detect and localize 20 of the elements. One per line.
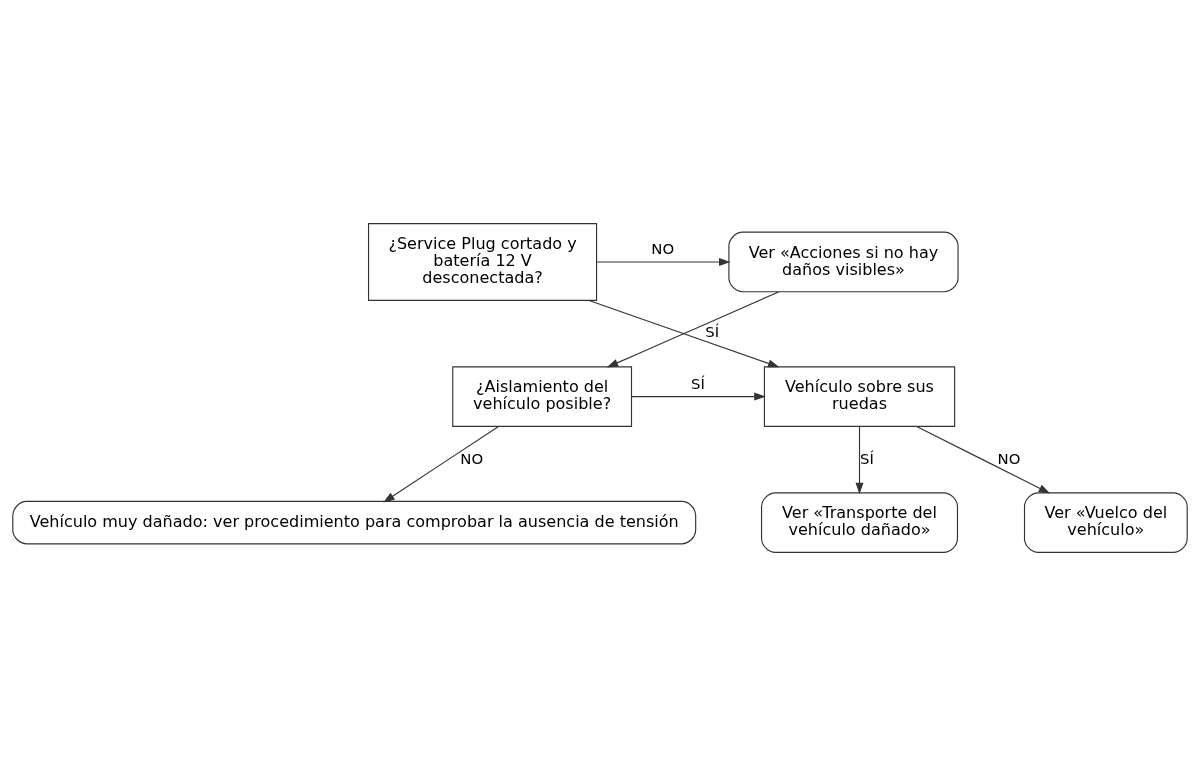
edge-label: NO <box>651 240 675 259</box>
node-box: Vehículo sobre sus ruedas <box>763 366 956 427</box>
arrow <box>916 425 1051 494</box>
edge-label: NO <box>997 449 1021 468</box>
arrow <box>606 291 780 368</box>
edge-label: NO <box>460 449 484 468</box>
arrow <box>383 425 500 503</box>
edge-label: SÍ <box>705 323 720 342</box>
node-box: ¿Service Plug cortado y batería 12 V desconectada? <box>368 223 598 301</box>
edge-label: SÍ <box>691 375 705 394</box>
arrow <box>596 257 731 266</box>
node-box: Ver «Vuelco del vehículo» <box>1023 492 1188 553</box>
node-box: Ver «Acciones si no hay daños visibles» <box>728 231 959 293</box>
edge-label: SÍ <box>860 449 874 468</box>
node-box: ¿Aislamiento del vehículo posible? <box>452 366 633 427</box>
node-box: Ver «Transporte del vehículo dañado» <box>760 492 959 553</box>
node-box: Vehículo muy dañado: ver procedimiento para comprobar la ausencia de tensión <box>12 500 697 545</box>
arrow <box>631 392 766 401</box>
arrow <box>588 299 780 368</box>
arrow <box>855 425 864 495</box>
